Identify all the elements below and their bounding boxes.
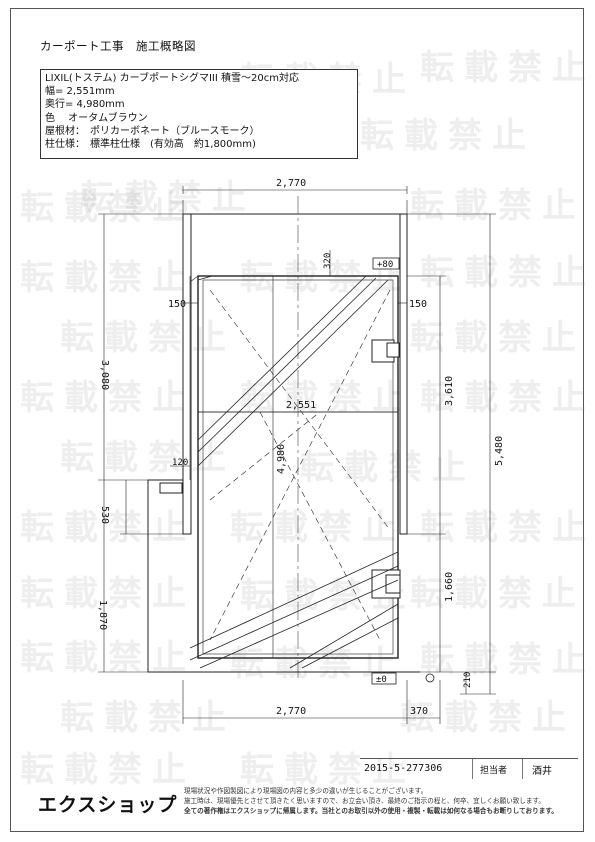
level-point-icon bbox=[425, 673, 435, 683]
dim-roof-width: 2,551 bbox=[286, 400, 316, 411]
drawing-frame bbox=[10, 8, 584, 832]
title-block: 2015-5-277306 担当者 酒井 bbox=[360, 758, 578, 779]
dim-right-210: 210 bbox=[463, 672, 473, 688]
step-box bbox=[159, 482, 183, 494]
dim-right-5480: 5,480 bbox=[494, 436, 505, 466]
dim-left-120: 120 bbox=[172, 458, 188, 468]
dimension-lines bbox=[98, 186, 496, 724]
company-logo: エクスショップ bbox=[38, 794, 178, 816]
dashed-guides bbox=[209, 289, 391, 641]
spec-width: 幅= 2,551mm bbox=[45, 86, 115, 98]
note-line: 施工時は、現場優先とさせて頂きたく思いますので、お立会い頂き、最終のご指示の程と… bbox=[184, 797, 546, 805]
level-marker-bottom bbox=[371, 672, 397, 685]
page-title: カーポート工事 施工概略図 bbox=[40, 39, 196, 53]
right-wall bbox=[399, 213, 408, 535]
dim-right-3610: 3,610 bbox=[444, 376, 455, 406]
title-block-divider bbox=[472, 759, 473, 779]
dim-left-530: 530 bbox=[99, 506, 110, 524]
dim-left-3080: 3,080 bbox=[99, 360, 110, 390]
lower-boundary bbox=[147, 479, 420, 673]
dim-offset-320: 320 bbox=[323, 253, 333, 269]
dim-right-150: 150 bbox=[409, 299, 427, 310]
roof-diagonals bbox=[189, 275, 399, 669]
dim-right-1660: 1,660 bbox=[444, 572, 455, 602]
dim-left-150: 150 bbox=[168, 299, 186, 310]
dim-left-1870: 1,870 bbox=[97, 600, 108, 630]
site-outline bbox=[147, 196, 420, 680]
spec-box: LIXIL(トステム) カーブポートシグマIII 積雪～20cm対応 幅= 2,… bbox=[40, 69, 358, 159]
dim-bottom-width: 2,770 bbox=[276, 706, 306, 717]
dim-bottom-370: 370 bbox=[410, 706, 428, 717]
spec-color: 色 オータムブラウン bbox=[45, 112, 148, 124]
staff-name: 酒井 bbox=[532, 766, 552, 777]
spec-roof-material: 屋根材： ポリカーボネート（ブルースモーク） bbox=[45, 125, 260, 137]
spec-product: LIXIL(トステム) カーブポートシグマIII 積雪～20cm対応 bbox=[45, 73, 299, 84]
dim-top-width: 2,770 bbox=[276, 178, 306, 189]
title-block-divider bbox=[522, 759, 523, 779]
level-marker-top bbox=[372, 257, 400, 270]
level-bottom-text: ±0 bbox=[376, 675, 387, 685]
dim-roof-depth: 4,980 bbox=[276, 444, 287, 474]
staff-label: 担当者 bbox=[480, 766, 508, 776]
drawing-number: 2015-5-277306 bbox=[364, 763, 443, 774]
spec-post: 柱仕様： 標準柱仕様 (有効高 約1,800mm) bbox=[45, 139, 256, 151]
level-top-text: +80 bbox=[377, 260, 393, 270]
note-line: 全ての著作権はエクスショップに帰属します。当社とのお取引以外の使用・複製・転載は… bbox=[184, 807, 558, 815]
disclaimer-notes: 現場状況や作図製図により現場図の内容と多少の違いが生じることがございます。 施工… bbox=[184, 786, 558, 816]
spec-depth: 奥行= 4,980mm bbox=[45, 99, 125, 111]
note-line: 現場状況や作図製図により現場図の内容と多少の違いが生じることがございます。 bbox=[184, 787, 428, 795]
